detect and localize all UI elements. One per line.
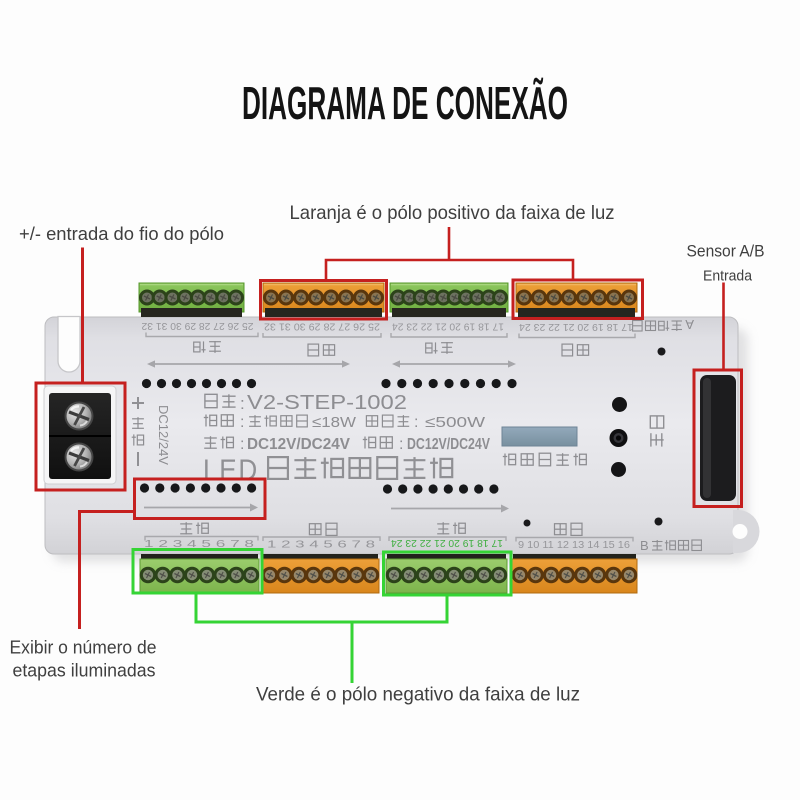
- svg-text::: :: [240, 394, 245, 413]
- svg-text::: :: [240, 414, 244, 431]
- svg-text:17 18 19 20 21 22 23 24: 17 18 19 20 21 22 23 24: [392, 321, 504, 332]
- svg-text:17 18 19 20 21 22 23 24: 17 18 19 20 21 22 23 24: [519, 321, 633, 332]
- svg-text:etapas iluminadas: etapas iluminadas: [13, 661, 156, 681]
- svg-text:17 18 19 20 21 22 23 24: 17 18 19 20 21 22 23 24: [391, 537, 503, 548]
- svg-text:≤18W: ≤18W: [312, 414, 357, 431]
- svg-text:Laranja é o pólo positivo da f: Laranja é o pólo positivo da faixa de lu…: [290, 202, 615, 224]
- svg-text:Sensor A/B: Sensor A/B: [687, 243, 765, 261]
- svg-text::: :: [399, 436, 403, 453]
- svg-text:B: B: [640, 538, 649, 553]
- svg-text:9 10 11 12 13 14 15 16: 9 10 11 12 13 14 15 16: [518, 540, 630, 551]
- svg-text:Entrada: Entrada: [703, 268, 753, 285]
- svg-text:+/- entrada do fio do pólo: +/- entrada do fio do pólo: [19, 223, 224, 244]
- svg-text:Verde é o pólo negativo da fai: Verde é o pólo negativo da faixa de luz: [256, 684, 580, 706]
- svg-text:A: A: [685, 317, 694, 332]
- svg-text:V2-STEP-1002: V2-STEP-1002: [247, 392, 407, 414]
- svg-text::: :: [240, 436, 244, 453]
- svg-text:DC12/24V: DC12/24V: [156, 405, 171, 465]
- svg-text:DC12V/DC24V: DC12V/DC24V: [407, 436, 490, 453]
- svg-text:DC12V/DC24V: DC12V/DC24V: [247, 436, 350, 453]
- svg-text:LED: LED: [203, 454, 259, 487]
- svg-text:DIAGRAMA DE CONEXÃO: DIAGRAMA DE CONEXÃO: [242, 77, 568, 129]
- svg-text:1 2 3 4 5 6 7 8: 1 2 3 4 5 6 7 8: [267, 540, 376, 551]
- svg-text:1 2 3 4 5 6 7 8: 1 2 3 4 5 6 7 8: [144, 539, 255, 550]
- svg-text:Exibir o número de: Exibir o número de: [10, 638, 157, 658]
- svg-text:25 26 27 28 29 30 31 32: 25 26 27 28 29 30 31 32: [264, 321, 380, 332]
- svg-text:≤500W: ≤500W: [425, 414, 486, 431]
- svg-text:25 26 27 28 29 30 31 32: 25 26 27 28 29 30 31 32: [141, 320, 253, 331]
- svg-text::: :: [414, 414, 418, 431]
